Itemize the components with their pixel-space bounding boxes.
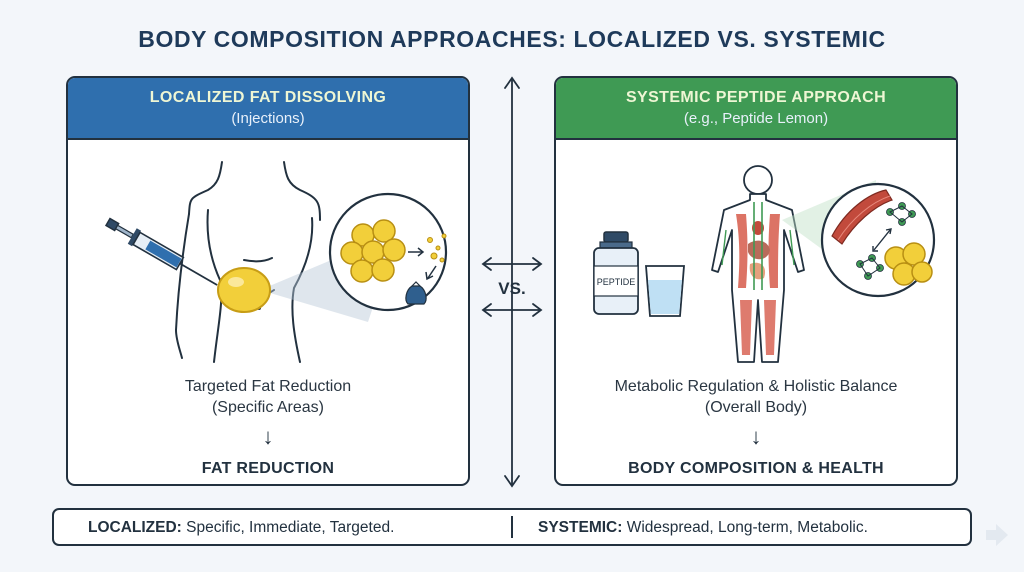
systemic-header-subtitle: (e.g., Peptide Lemon) (683, 110, 829, 127)
systemic-result: BODY COMPOSITION & HEALTH (628, 460, 884, 477)
chevron-right-icon (986, 524, 1008, 546)
fat-cells-zoom-icon (328, 192, 448, 312)
peptide-vial-icon: PEPTIDE (593, 231, 639, 315)
summary-footer: LOCALIZED: Specific, Immediate, Targeted… (52, 508, 972, 546)
localized-header-title: LOCALIZED FAT DISSOLVING (149, 89, 387, 106)
systemic-header-title: SYSTEMIC PEPTIDE APPROACH (625, 89, 887, 106)
localized-panel-header: LOCALIZED FAT DISSOLVING (Injections) (68, 78, 468, 140)
localized-down-arrow-icon: ↓ (262, 424, 274, 449)
syringe-icon (104, 217, 218, 286)
water-glass-icon (645, 265, 685, 317)
systemic-panel: SYSTEMIC PEPTIDE APPROACH (e.g., Peptide… (554, 76, 958, 486)
localized-summary-label: LOCALIZED: (88, 519, 182, 536)
systemic-down-arrow-icon: ↓ (750, 424, 762, 449)
center-divider (481, 76, 543, 488)
systemic-caption-line2: (Overall Body) (704, 399, 808, 416)
systemic-summary-text: Widespread, Long-term, Metabolic. (622, 519, 868, 536)
footer-divider (511, 516, 513, 538)
vs-label: VS. (498, 279, 526, 298)
systemic-panel-header: SYSTEMIC PEPTIDE APPROACH (e.g., Peptide… (556, 78, 956, 140)
fat-deposit-icon (217, 267, 271, 313)
localized-illustration (104, 161, 448, 363)
waste-bag-icon (405, 281, 427, 305)
systemic-illustration: PEPTIDE (593, 165, 936, 363)
systemic-summary-label: SYSTEMIC: (538, 519, 623, 536)
axis-up-arrowhead (504, 76, 520, 89)
anatomy-body-icon (711, 165, 805, 363)
torso-outline-icon (174, 161, 321, 363)
localized-result: FAT REDUCTION (201, 460, 335, 477)
localized-summary: LOCALIZED: Specific, Immediate, Targeted… (88, 519, 394, 537)
localized-caption: Targeted Fat Reduction (Specific Areas) (68, 376, 468, 418)
axis-down-arrowhead (504, 475, 520, 488)
localized-caption-line1: Targeted Fat Reduction (184, 378, 352, 395)
localized-caption-line2: (Specific Areas) (211, 399, 325, 416)
page-title: BODY COMPOSITION APPROACHES: LOCALIZED V… (138, 26, 886, 52)
vial-label: PEPTIDE (597, 277, 636, 287)
systemic-caption: Metabolic Regulation & Holistic Balance … (556, 376, 956, 418)
systemic-summary: SYSTEMIC: Widespread, Long-term, Metabol… (538, 519, 868, 537)
localized-summary-text: Specific, Immediate, Targeted. (181, 519, 395, 536)
muscle-molecule-zoom-icon (820, 182, 936, 298)
localized-header-subtitle: (Injections) (231, 110, 305, 127)
systemic-caption-line1: Metabolic Regulation & Holistic Balance (614, 378, 898, 395)
localized-panel: LOCALIZED FAT DISSOLVING (Injections) (66, 76, 470, 486)
